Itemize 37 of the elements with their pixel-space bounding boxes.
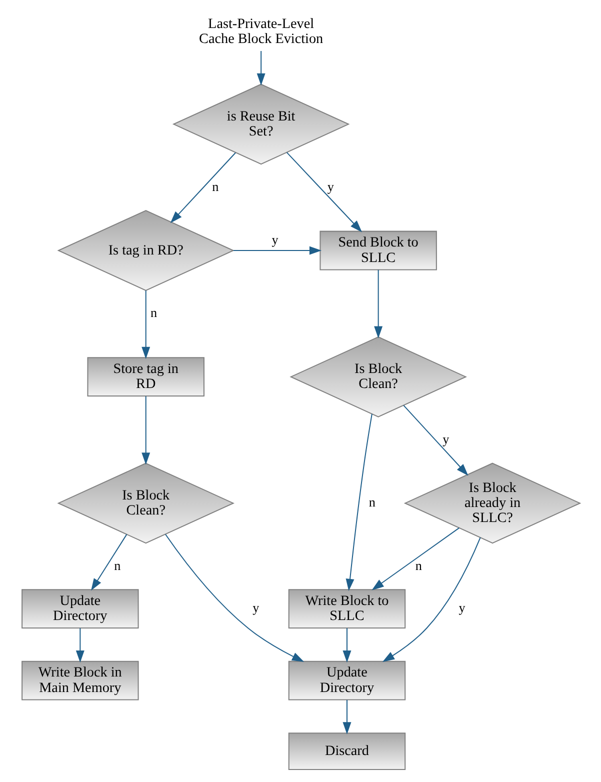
- arrow: [371, 528, 459, 590]
- node-diamond: Is Block Clean?: [289, 336, 466, 418]
- arrow: [164, 534, 304, 662]
- node-box: Send Block to SLLC: [319, 230, 436, 270]
- arrow: [374, 270, 382, 338]
- edge-label: y: [252, 600, 259, 616]
- arrow: [170, 152, 236, 224]
- arrow: [141, 396, 150, 465]
- node-diamond: Is Block Clean?: [56, 462, 234, 544]
- arrow: [382, 537, 480, 662]
- edge-label: y: [442, 431, 449, 446]
- arrow: [90, 534, 127, 591]
- edge-label: n: [414, 558, 422, 573]
- node-box: Store tag in RD: [86, 357, 204, 397]
- arrow: [256, 51, 265, 86]
- edge-label: n: [150, 305, 157, 320]
- arrow: [232, 246, 322, 255]
- arrow: [342, 628, 351, 663]
- node-box: Write Block in Main Memory: [21, 660, 138, 700]
- node-box: Update Directory: [288, 660, 406, 700]
- node-box: Update Directory: [21, 589, 138, 629]
- node-text: Last-Private-Level Cache Block Eviction: [198, 16, 323, 48]
- node-box: Discard: [288, 732, 406, 770]
- node-diamond: is Reuse Bit Set?: [172, 84, 350, 165]
- edge-label: n: [212, 178, 218, 194]
- edge-label: n: [368, 494, 375, 510]
- arrow: [141, 290, 150, 359]
- edge-label: y: [271, 232, 278, 247]
- arrow: [75, 628, 84, 663]
- arrow: [342, 700, 351, 734]
- edge-label: y: [326, 178, 334, 194]
- arrow: [345, 414, 372, 592]
- node-box: Write Block to SLLC: [288, 589, 406, 629]
- edge-label: n: [114, 558, 120, 573]
- edge-label: y: [458, 600, 465, 616]
- arrow: [402, 405, 468, 476]
- arrow: [286, 152, 362, 232]
